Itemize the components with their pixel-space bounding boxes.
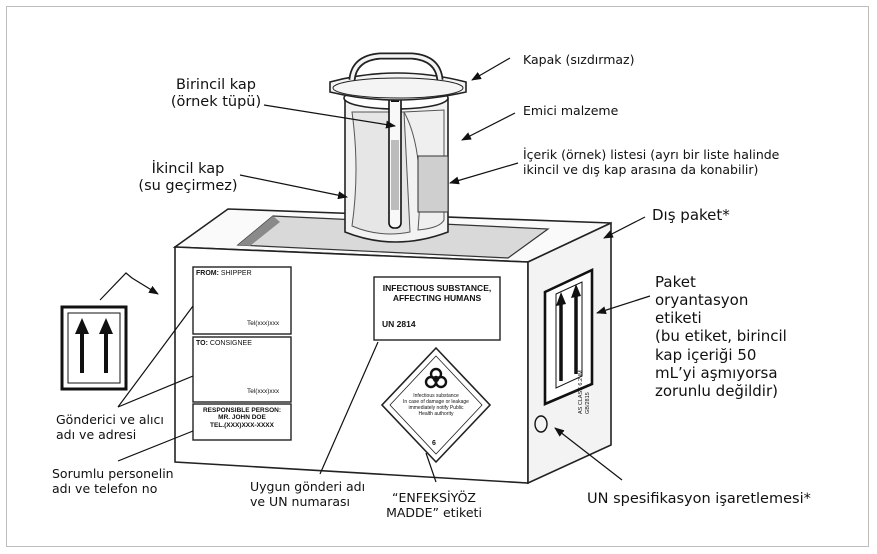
from-box — [192, 266, 292, 335]
callout-lines — [99, 57, 651, 483]
diamond-text: Infectious substance In case of damage o… — [403, 393, 469, 417]
standalone-pointer — [99, 272, 159, 301]
un-number: UN 2814 — [382, 319, 416, 329]
orientation-label-text: Paket oryantasyon etiketi (bu etiket, bi… — [655, 273, 787, 400]
figure-border — [6, 6, 869, 547]
un-spec-callout — [554, 427, 623, 481]
to-label: TO: CONSIGNEE — [196, 340, 252, 347]
from-label: FROM: SHIPPER — [196, 270, 252, 277]
outer-package-label: Dış paket* — [652, 206, 730, 224]
secondary-callout — [239, 174, 348, 200]
un-circle-mark — [534, 415, 548, 433]
substance-heading: INFECTIOUS SUBSTANCE, AFFECTING HUMANS — [382, 283, 492, 304]
to-box — [192, 336, 292, 403]
absorbent-label: Emici malzeme — [523, 103, 619, 118]
lid-callout — [471, 57, 511, 81]
proper-name-callout — [319, 341, 379, 475]
infectious-label-callout — [425, 452, 437, 483]
un-spec-label: UN spesifikasyon işaretlemesi* — [587, 491, 811, 507]
orientation-callout — [596, 295, 651, 315]
responsible-text: RESPONSIBLE PERSON: MR. JOHN DOE TEL.(XX… — [202, 407, 281, 429]
contents-list-callout — [449, 162, 519, 185]
primary-callout — [263, 104, 396, 129]
outer-callout — [603, 216, 646, 239]
orientation-label-standalone — [60, 305, 128, 391]
lid-label: Kapak (sızdırmaz) — [523, 52, 635, 67]
secondary-container — [343, 86, 449, 243]
infectious-diamond — [380, 346, 492, 464]
from-tel: Tel(xxx)xxx — [247, 320, 280, 327]
box-opening-shadow — [238, 216, 280, 246]
secondary-container-label: İkincil kap (su geçirmez) — [138, 161, 238, 195]
shipper-recipient-label: Gönderici ve alıcı adı ve adresi — [56, 412, 164, 442]
proper-shipping-name-label: Uygun gönderi adı ve UN numarası — [250, 479, 366, 509]
side-spec-mark: AS CLASS 6.2 IM GB/2815 — [578, 370, 591, 414]
shipper-callout — [117, 305, 194, 408]
responsible-person-label: Sorumlu personelin adı ve telefon no — [52, 466, 174, 496]
contents-list-label: İçerik (örnek) listesi (ayrı bir liste h… — [523, 147, 780, 177]
shipper-callout-2 — [117, 375, 194, 408]
responsible-callout — [117, 430, 194, 462]
diamond-class-number: 6 — [432, 440, 436, 447]
absorbent-callout — [461, 112, 516, 141]
secondary-lid — [329, 52, 467, 101]
to-tel: Tel(xxx)xxx — [247, 388, 280, 395]
primary-container-label: Birincil kap (örnek tüpü) — [170, 77, 262, 111]
infectious-substance-label: “ENFEKSİYÖZ MADDE” etiketi — [386, 490, 482, 520]
substance-box — [373, 276, 501, 341]
responsible-box — [192, 403, 292, 441]
side-orientation-label — [543, 267, 594, 406]
